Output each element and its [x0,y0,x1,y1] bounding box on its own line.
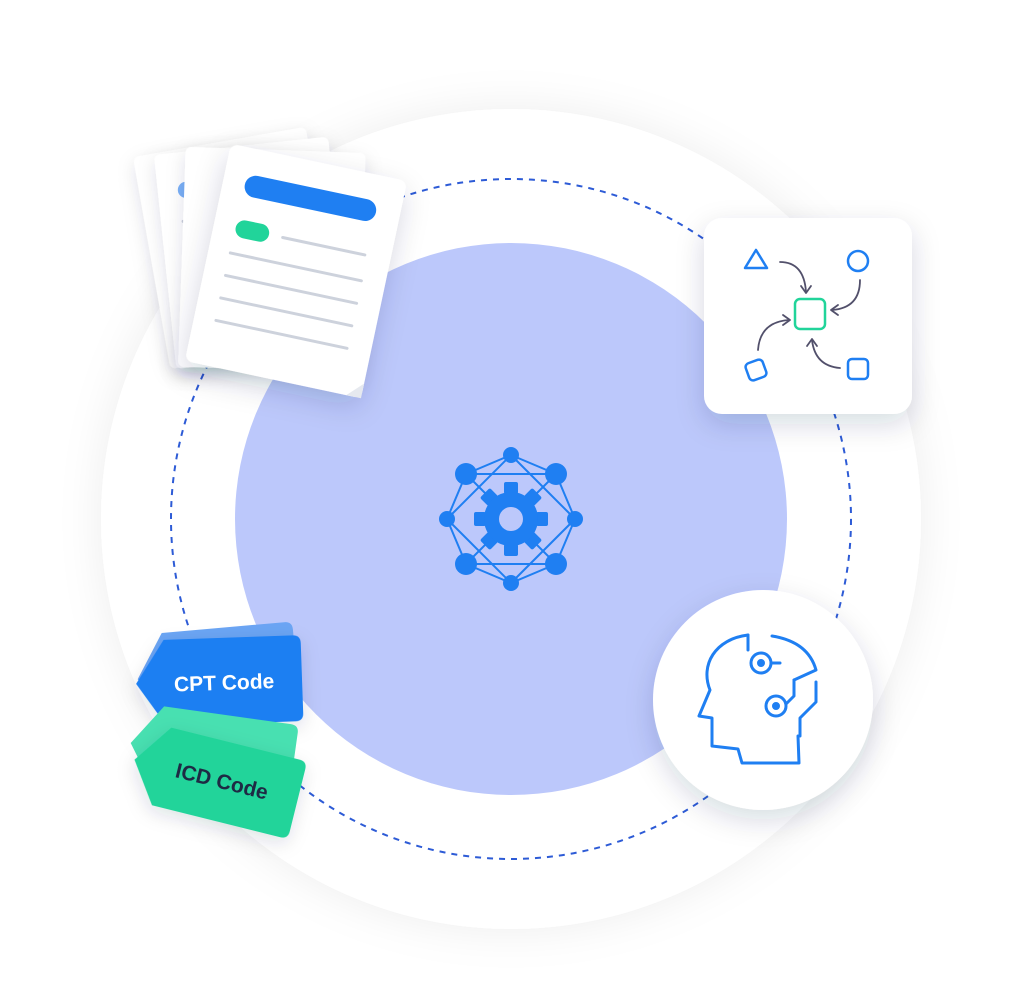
document-title-bar [244,175,377,222]
icd-code-tag: ICD Code [130,706,306,838]
assistant-card [653,590,873,810]
workflow-card [704,218,912,414]
cpt-code-tag: CPT Code [136,622,304,726]
document-tag [235,220,270,242]
document-stack-icon [134,127,406,399]
workflow-shapes-icon [743,248,870,382]
cpt-code-label: CPT Code [174,670,275,696]
ai-head-icon [697,633,818,765]
dashed-orbit [170,178,852,860]
ai-network-gear-icon [439,447,583,591]
